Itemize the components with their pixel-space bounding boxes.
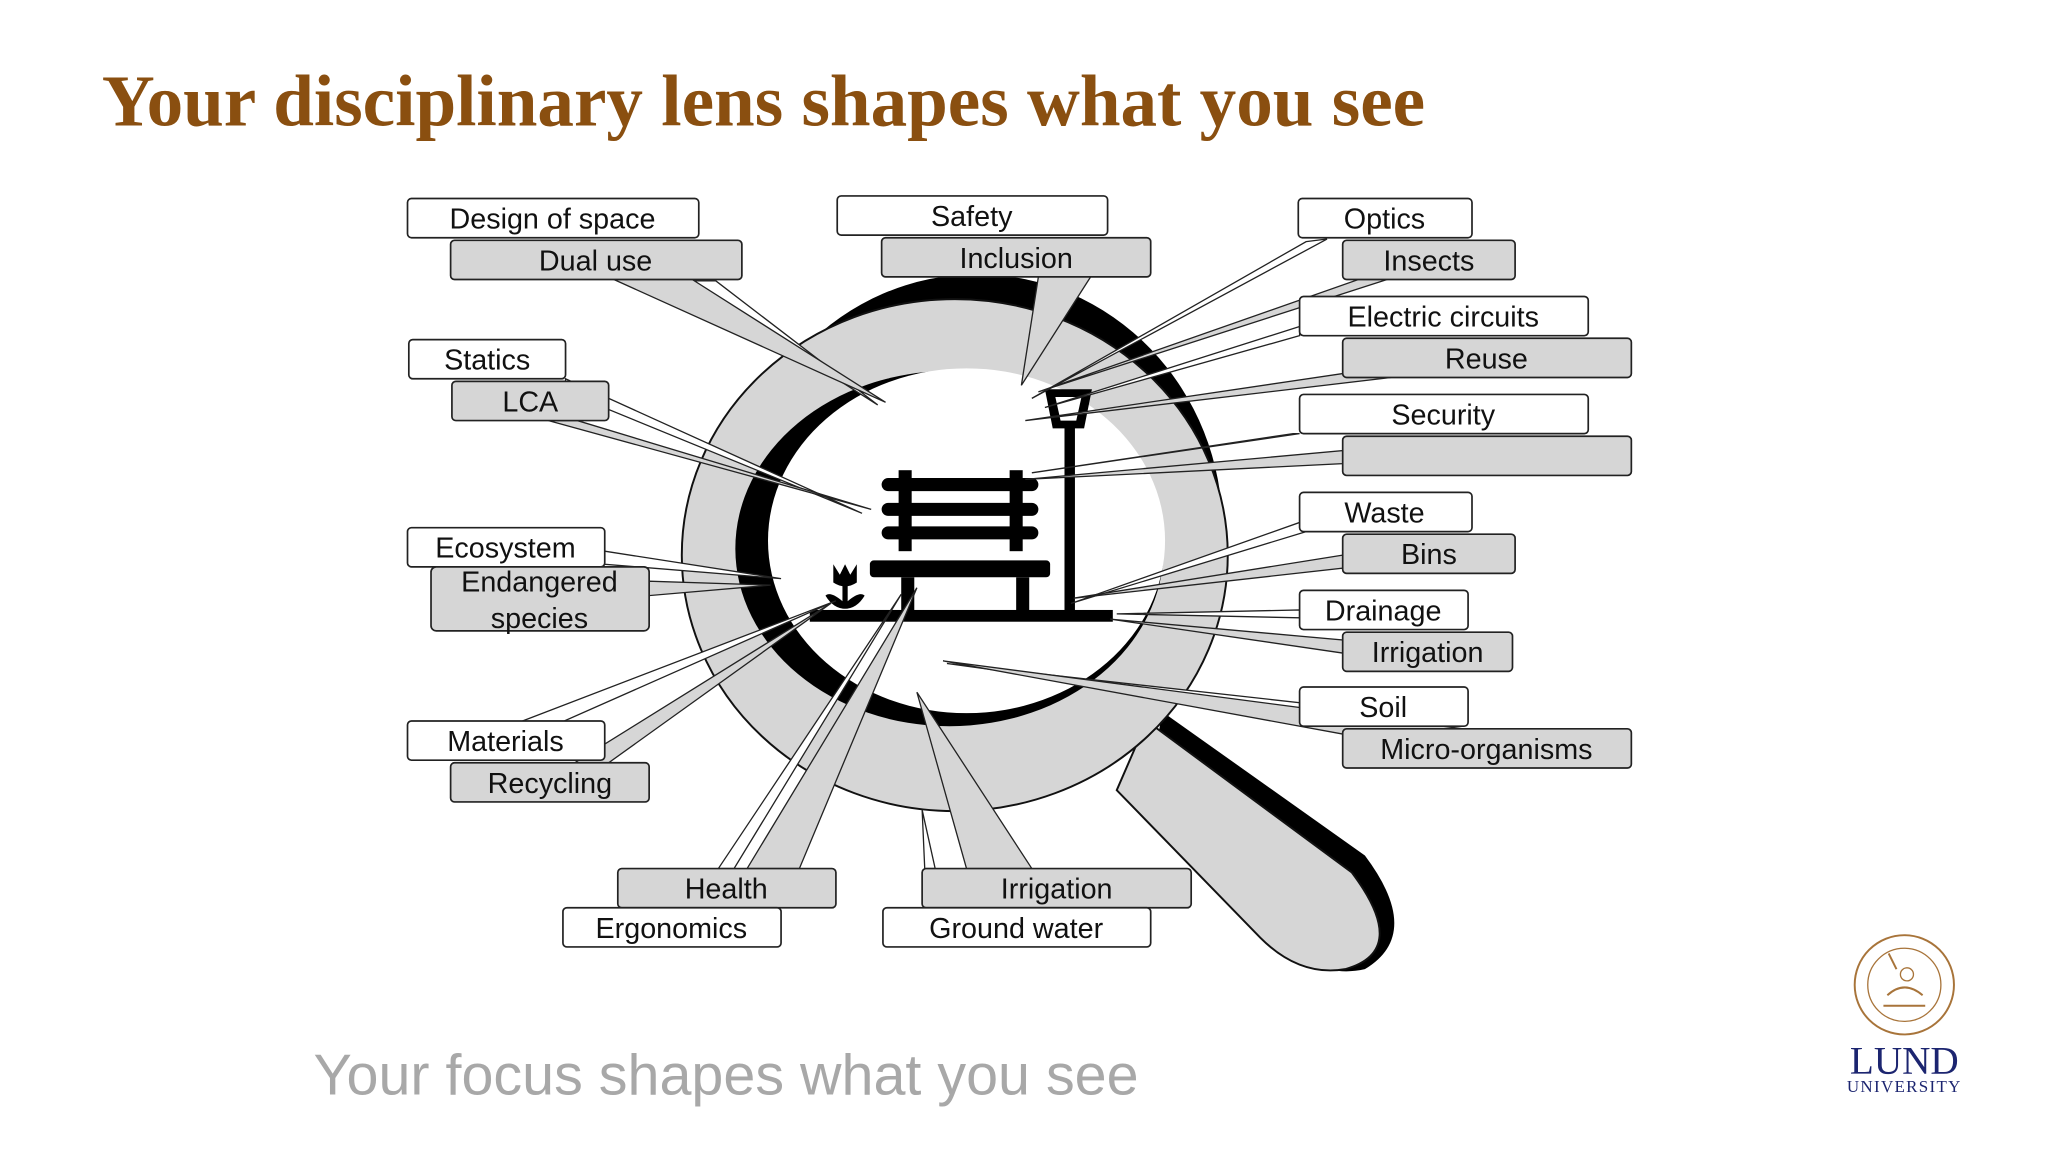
callout-pointers (522, 238, 1463, 870)
label-bins: Bins (1341, 533, 1516, 575)
label-dual-use: Dual use (449, 239, 743, 281)
label-electric-circuits: Electric circuits (1298, 295, 1590, 337)
label-irrigation-right: Irrigation (1341, 631, 1514, 673)
label-reuse: Reuse (1341, 337, 1633, 379)
svg-text:Insects: Insects (1383, 245, 1474, 277)
svg-text:Drainage: Drainage (1325, 595, 1442, 627)
slide-subtitle: Your focus shapes what you see (313, 1044, 1138, 1108)
svg-text:Security: Security (1391, 399, 1495, 431)
label-soil: Soil (1298, 686, 1469, 728)
svg-text:Ground water: Ground water (929, 913, 1103, 945)
svg-text:Soil: Soil (1359, 692, 1407, 724)
label-security: Security (1298, 393, 1590, 435)
slide-title: Your disciplinary lens shapes what you s… (102, 60, 1425, 141)
label-ecosystem: Ecosystem (406, 526, 606, 568)
label-drainage: Drainage (1298, 589, 1469, 631)
svg-text:Health: Health (685, 874, 768, 906)
label-materials: Materials (406, 720, 606, 762)
label-insects: Insects (1341, 239, 1516, 281)
label-design-of-space: Design of space (406, 197, 700, 239)
svg-text:UNIVERSITY: UNIVERSITY (1847, 1077, 1962, 1096)
svg-text:LUND: LUND (1850, 1040, 1959, 1083)
svg-text:Reuse: Reuse (1445, 343, 1528, 375)
label-safety: Safety (836, 195, 1109, 236)
svg-text:Dual use: Dual use (539, 245, 652, 277)
label-recycling: Recycling (449, 761, 650, 803)
label-optics: Optics (1297, 197, 1473, 239)
svg-text:Micro-organisms: Micro-organisms (1380, 734, 1592, 766)
label-blank (1341, 435, 1633, 477)
svg-text:Materials: Materials (447, 726, 564, 758)
svg-text:LCA: LCA (502, 386, 559, 418)
svg-text:Inclusion: Inclusion (959, 243, 1072, 275)
lund-university-logo: LUND UNIVERSITY (1847, 934, 1962, 1096)
label-irrigation-bottom: Irrigation (921, 867, 1193, 909)
svg-text:Bins: Bins (1401, 539, 1457, 571)
svg-text:Electric circuits: Electric circuits (1348, 302, 1539, 334)
university-seal-icon (1853, 934, 1955, 1036)
svg-text:Endangered: Endangered (461, 567, 618, 599)
label-health: Health (616, 867, 837, 909)
park-bench-icon (809, 470, 1113, 622)
label-endangered-species: Endangered species (430, 566, 650, 635)
svg-text:Recycling: Recycling (488, 768, 613, 800)
svg-text:Irrigation: Irrigation (1372, 637, 1484, 669)
svg-text:Irrigation: Irrigation (1001, 874, 1113, 906)
svg-text:Ecosystem: Ecosystem (435, 533, 575, 565)
label-statics: Statics (407, 338, 567, 380)
svg-text:Waste: Waste (1344, 497, 1424, 529)
label-micro-organisms: Micro-organisms (1341, 727, 1633, 769)
label-inclusion: Inclusion (880, 236, 1152, 278)
tulip-icon (825, 564, 865, 609)
label-waste: Waste (1298, 491, 1473, 533)
svg-text:Safety: Safety (931, 201, 1013, 233)
label-ergonomics: Ergonomics (562, 906, 782, 948)
label-ground-water: Ground water (882, 906, 1152, 948)
svg-text:species: species (491, 603, 588, 635)
svg-text:Ergonomics: Ergonomics (596, 913, 748, 945)
label-lca: LCA (451, 380, 610, 422)
svg-text:Statics: Statics (444, 345, 530, 377)
svg-text:Design of space: Design of space (450, 204, 656, 236)
svg-text:Optics: Optics (1344, 204, 1425, 236)
